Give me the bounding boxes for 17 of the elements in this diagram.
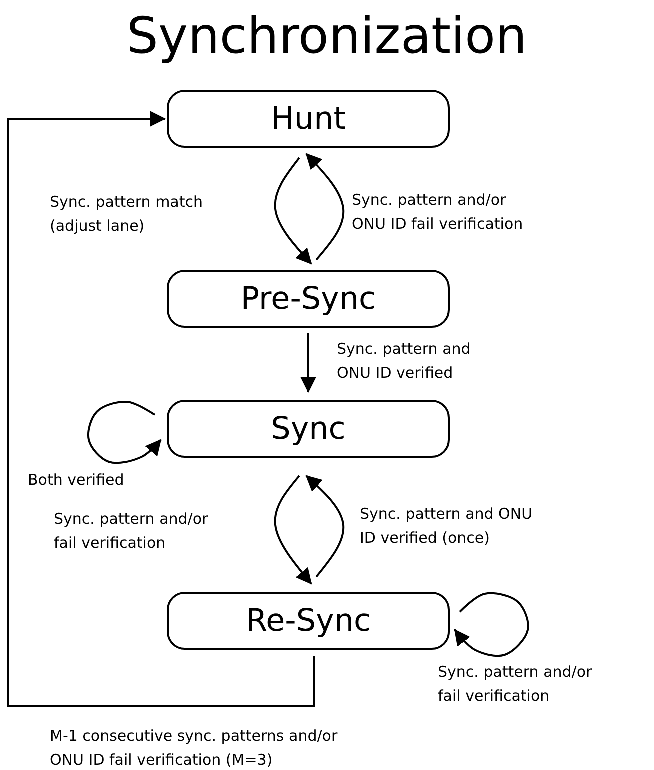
- state-box: [167, 270, 450, 328]
- state-box: [167, 400, 450, 458]
- transition-arrow: [274, 475, 312, 585]
- transition-arrow: [306, 153, 345, 261]
- transition-arrow: [274, 157, 312, 265]
- state-name: Hunt: [271, 101, 346, 137]
- transition-arrow: [454, 592, 530, 658]
- transition-arrow: [7, 111, 316, 707]
- state-box: [167, 592, 450, 650]
- state-name: Re-Sync: [246, 603, 372, 639]
- diagram-title: Synchronization: [126, 6, 528, 67]
- transition-arrow: [306, 475, 345, 578]
- state-box: [167, 90, 450, 148]
- state-name: Pre-Sync: [240, 281, 376, 317]
- state-name: Sync: [271, 411, 346, 447]
- transition-arrow: [88, 400, 162, 464]
- transition-arrow: [300, 333, 316, 393]
